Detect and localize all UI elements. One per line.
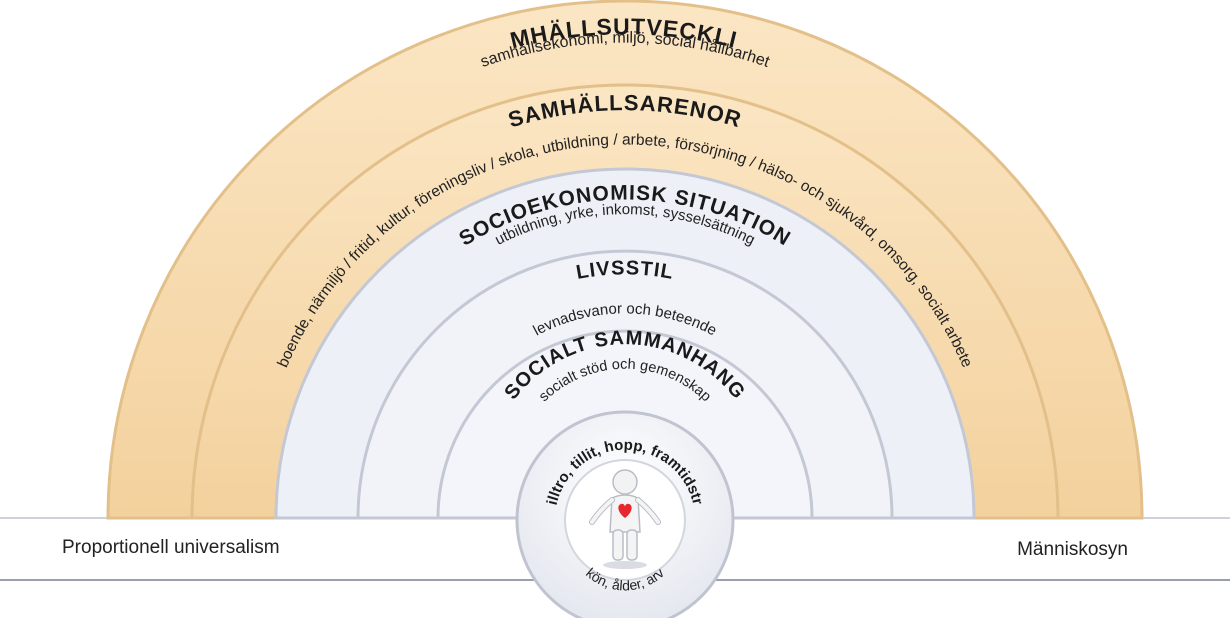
label-manniskosyn: Människosyn — [1017, 539, 1128, 560]
label-proportionell-universalism: Proportionell universalism — [62, 537, 280, 558]
